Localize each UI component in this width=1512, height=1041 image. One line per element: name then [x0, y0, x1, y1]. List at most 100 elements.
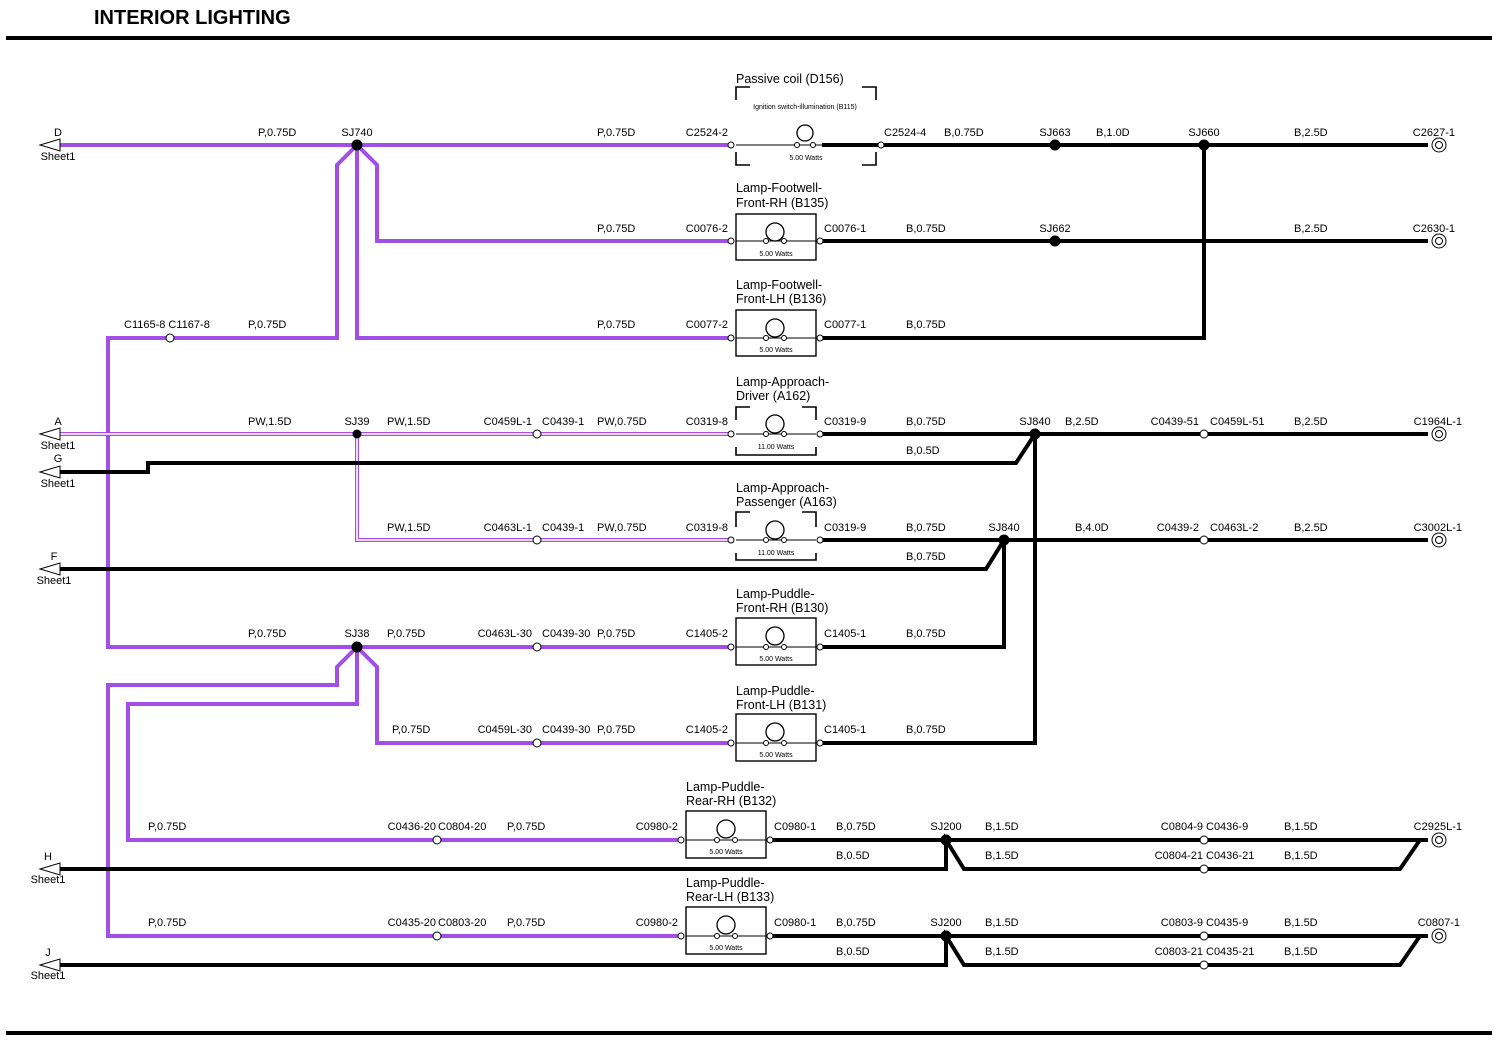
- ground-terminal-icon: [1431, 233, 1447, 249]
- wire-label: PW,1.5D: [248, 416, 291, 428]
- lamp-bulb-icon: [765, 626, 785, 646]
- component-b133: Lamp-Puddle- Rear-LH (B133) 5.00 Watts: [685, 876, 774, 955]
- splice-label: SJ663: [1039, 127, 1070, 139]
- connector-label: C0435-21: [1206, 946, 1254, 958]
- wire-label: B,1.5D: [1284, 850, 1318, 862]
- connector-label: C0980-1: [774, 821, 816, 833]
- splice-label: SJ39: [344, 416, 369, 428]
- lamp-bulb-icon: [765, 222, 785, 242]
- wire-label: P,0.75D: [148, 821, 186, 833]
- wire-label: B,4.0D: [1075, 522, 1109, 534]
- connector-label: C0436-21: [1206, 850, 1254, 862]
- wire-label: B,1.5D: [985, 821, 1019, 833]
- connector-label: C2630-1: [1413, 223, 1455, 235]
- connector-label: C2524-4: [884, 127, 926, 139]
- connector-label: C0439-2: [1157, 522, 1199, 534]
- connector-label: C0439-30: [542, 628, 590, 640]
- wire-label: B,1.5D: [985, 946, 1019, 958]
- wire-label: P,0.75D: [597, 319, 635, 331]
- component-name-line2: Rear-RH (B132): [686, 794, 776, 808]
- connector-label: C1964L-1: [1414, 416, 1462, 428]
- connector-label: C0463L-30: [478, 628, 532, 640]
- connector-label: C0436-9: [1206, 821, 1248, 833]
- lamp-bulb-icon: [716, 819, 736, 839]
- connector-symbols: [165, 137, 1447, 970]
- connector-label: C0319-8: [686, 416, 728, 428]
- connector-label: C0439-1: [542, 522, 584, 534]
- wire-label: B,0.75D: [906, 223, 946, 235]
- lamp-bulb-icon: [796, 124, 814, 142]
- connector-label: C1405-1: [824, 724, 866, 736]
- connector-label: C0459L-1: [484, 416, 532, 428]
- ref-letter: A: [54, 416, 62, 428]
- ref-sheet: Sheet1: [31, 970, 66, 982]
- wire-label: P,0.75D: [597, 127, 635, 139]
- ref-sheet: Sheet1: [31, 874, 66, 886]
- lamp-bulb-icon: [765, 520, 785, 540]
- connector-label: C1405-2: [686, 724, 728, 736]
- wire-label: B,2.5D: [1294, 223, 1328, 235]
- connector-label: C0076-1: [824, 223, 866, 235]
- component-b135: Lamp-Footwell- Front-RH (B135) 5.00 Watt…: [735, 181, 828, 261]
- wire-label: B,2.5D: [1294, 127, 1328, 139]
- wire-label: B,0.75D: [906, 522, 946, 534]
- component-name: Passive coil (D156): [736, 72, 844, 86]
- splice-sj740-dot: [351, 139, 363, 151]
- splice-label: SJ840: [1019, 416, 1050, 428]
- component-name-line1: Lamp-Footwell-: [736, 278, 822, 292]
- connector-label: C0980-1: [774, 917, 816, 929]
- wire-label: P,0.75D: [597, 223, 635, 235]
- offpage-arrow-icon: [38, 562, 61, 576]
- splice-sj660-dot: [1198, 139, 1210, 151]
- page-title: INTERIOR LIGHTING: [94, 7, 291, 29]
- offpage-arrow-icon: [38, 958, 61, 972]
- wire-label: P,0.75D: [387, 628, 425, 640]
- wire-label: B,2.5D: [1065, 416, 1099, 428]
- component-watts: 11.00 Watts: [758, 550, 795, 557]
- connector-label: C0803-20: [438, 917, 486, 929]
- splice-label: SJ660: [1188, 127, 1219, 139]
- sheet-ref-arrows: [38, 138, 61, 972]
- wire-label: B,1.0D: [1096, 127, 1130, 139]
- lamp-bulb-icon: [716, 915, 736, 935]
- splice-label: SJ840: [988, 522, 1019, 534]
- component-name-line1: Lamp-Approach-: [736, 375, 829, 389]
- splice-sj200-b-dot: [940, 930, 952, 942]
- component-name-line2: Driver (A162): [736, 389, 810, 403]
- connector-label: C0439-30: [542, 724, 590, 736]
- ref-letter: D: [54, 127, 62, 139]
- wire-label: B,0.75D: [944, 127, 984, 139]
- ground-terminal-icon: [1431, 928, 1447, 944]
- component-watts: 5.00 Watts: [759, 752, 793, 759]
- splice-labels: SJ740 SJ663 SJ660 SJ662 SJ39 SJ840 SJ840…: [341, 127, 1219, 929]
- connector-label: C2627-1: [1413, 127, 1455, 139]
- wire-label: B,1.5D: [985, 850, 1019, 862]
- lamp-bulb-icon: [765, 722, 785, 742]
- sheet-ref-labels: D Sheet1 A Sheet1 G Sheet1 F Sheet1 H Sh…: [31, 127, 76, 982]
- wire-label: P,0.75D: [597, 628, 635, 640]
- component-name-line1: Lamp-Footwell-: [736, 181, 822, 195]
- wire-label: B,1.5D: [985, 917, 1019, 929]
- connector-label: C0319-8: [686, 522, 728, 534]
- component-d156: Passive coil (D156) Ignition switch-illu…: [735, 72, 877, 166]
- ref-letter: J: [45, 947, 51, 959]
- ref-sheet: Sheet1: [37, 575, 72, 587]
- lamp-bulb-icon: [765, 318, 785, 338]
- wire-label: B,0.75D: [906, 319, 946, 331]
- splice-sj840-b-dot: [998, 534, 1010, 546]
- splice-sj39-dot: [352, 429, 362, 439]
- connector-label: C2524-2: [686, 127, 728, 139]
- connector-label: C0439-1: [542, 416, 584, 428]
- connector-label: C3002L-1: [1414, 522, 1462, 534]
- component-b136: Lamp-Footwell- Front-LH (B136) 5.00 Watt…: [735, 278, 826, 357]
- connector-label: C0077-2: [686, 319, 728, 331]
- connector-label: C0077-1: [824, 319, 866, 331]
- ground-terminal-icon: [1431, 832, 1447, 848]
- connector-label: C0803-21: [1155, 946, 1203, 958]
- splice-label: SJ740: [341, 127, 372, 139]
- component-name-line2: Rear-LH (B133): [686, 890, 774, 904]
- connector-label: C0804-9: [1161, 821, 1203, 833]
- wire-label: B,0.5D: [836, 946, 870, 958]
- wire-label: B,1.5D: [1284, 917, 1318, 929]
- component-watts: 5.00 Watts: [789, 155, 823, 162]
